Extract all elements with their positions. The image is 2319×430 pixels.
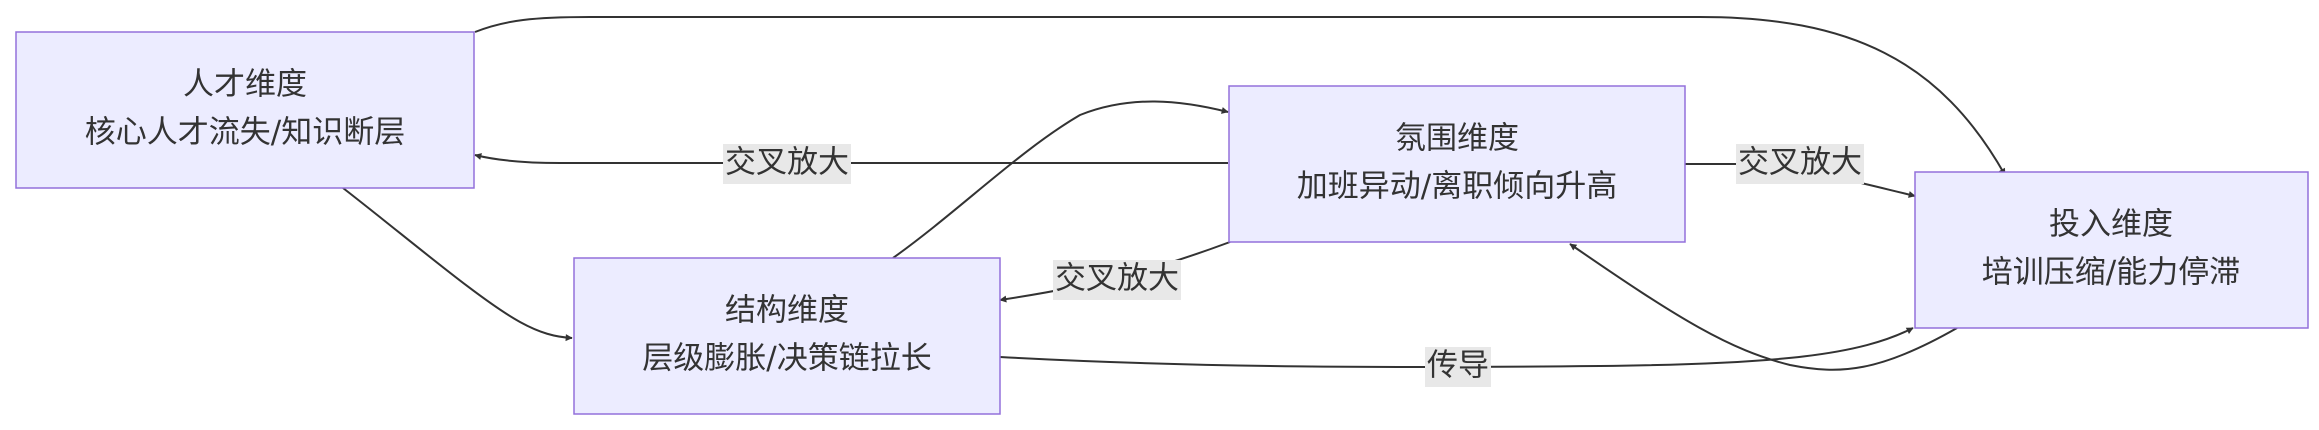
node-structure: 结构维度 层级膨胀/决策链拉长	[573, 257, 1001, 415]
node-subtitle: 加班异动/离职倾向升高	[1297, 169, 1617, 205]
edge-talent-to-structure	[342, 187, 573, 342]
edge-label-text: 传导	[1427, 348, 1489, 384]
node-subtitle: 层级膨胀/决策链拉长	[642, 341, 931, 377]
node-title: 结构维度	[725, 293, 849, 329]
edge-atmosphere-to-talent	[474, 153, 1228, 164]
edge-label-atmosphere-talent: 交叉放大	[723, 144, 851, 184]
node-title: 人才维度	[183, 67, 307, 103]
edge-label-text: 交叉放大	[725, 145, 849, 181]
node-subtitle: 核心人才流失/知识断层	[85, 115, 405, 151]
edge-labels: 交叉放大 交叉放大 交叉放大 传导	[723, 144, 1864, 387]
node-title: 投入维度	[2049, 207, 2173, 243]
edge-label-atmosphere-investment: 交叉放大	[1736, 144, 1864, 184]
node-title: 氛围维度	[1395, 121, 1519, 157]
edge-label-text: 交叉放大	[1055, 261, 1179, 297]
edge-label-structure-investment: 传导	[1425, 347, 1491, 387]
edge-structure-to-atmosphere	[892, 100, 1229, 259]
edge-label-text: 交叉放大	[1738, 145, 1862, 181]
edge-label-atmosphere-structure: 交叉放大	[1053, 260, 1181, 300]
edge-talent-to-investment	[474, 16, 2006, 176]
node-talent: 人才维度 核心人才流失/知识断层	[15, 31, 475, 189]
node-atmosphere: 氛围维度 加班异动/离职倾向升高	[1228, 85, 1686, 243]
edge-investment-to-atmosphere	[1569, 243, 1958, 371]
edge-structure-to-investment	[999, 327, 1914, 369]
node-subtitle: 培训压缩/能力停滞	[1982, 255, 2240, 291]
node-investment: 投入维度 培训压缩/能力停滞	[1914, 171, 2309, 329]
